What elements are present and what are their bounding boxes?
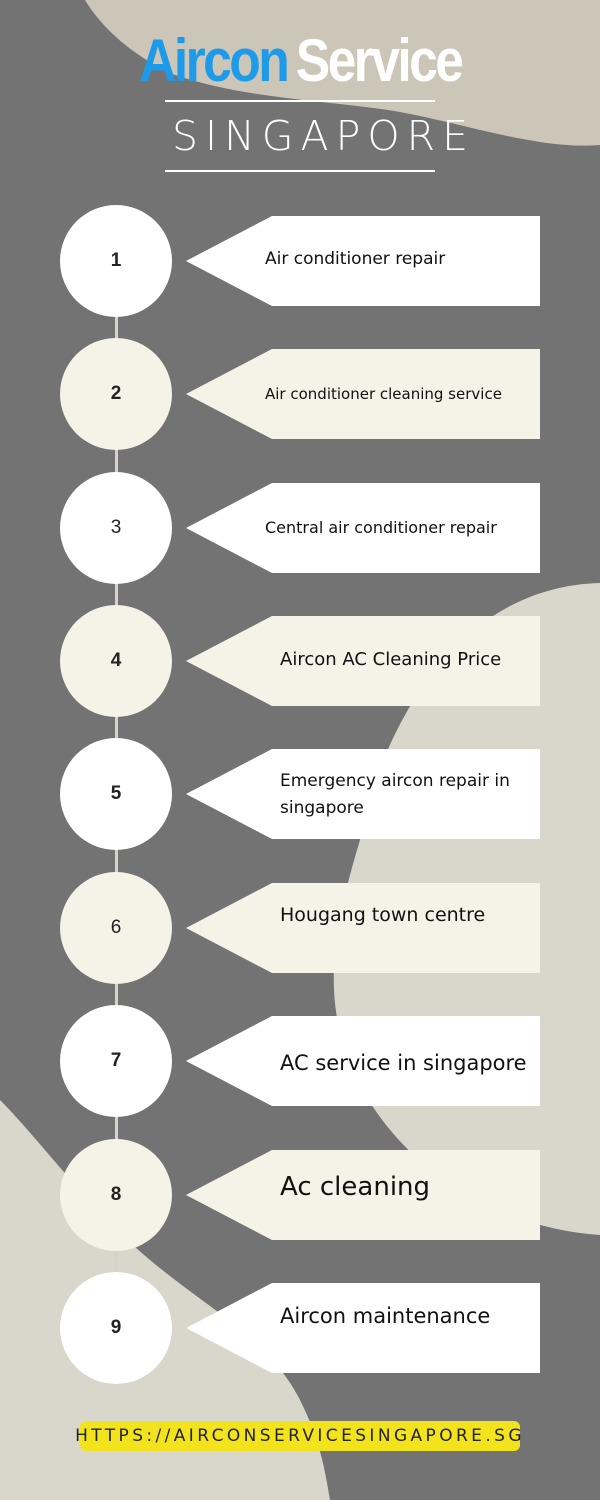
step-7: 7 AC service in singapore [0,1005,600,1117]
step-label: AC service in singapore [280,1051,527,1075]
step-number-badge: 1 [60,205,172,317]
step-label: Air conditioner cleaning service [265,385,502,403]
step-label: Emergency aircon repair in singapore [280,771,510,818]
logo-subtitle: SINGAPORE [165,100,468,172]
website-url[interactable]: HTTPS://AIRCONSERVICESINGAPORE.SG [75,1421,522,1451]
step-number-badge: 5 [60,738,172,850]
step-number-badge: 9 [60,1272,172,1384]
step-4: 4 Aircon AC Cleaning Price [0,605,600,717]
step-8: 8 Ac cleaning [0,1139,600,1251]
step-banner [186,349,540,439]
step-banner [186,616,540,706]
step-label: Aircon AC Cleaning Price [280,649,502,670]
logo-word-service: Service [295,27,463,94]
step-banner [186,1016,540,1106]
step-label: Air conditioner repair [265,249,446,269]
step-6: 6 Hougang town centre [0,872,600,984]
step-number-badge: 4 [60,605,172,717]
step-banner [186,1283,540,1373]
top-blob [85,0,600,146]
step-1: 1 Air conditioner repair [0,205,600,317]
step-banner [186,1150,540,1240]
step-banner [186,216,540,306]
step-5: 5 Emergency aircon repair in singapore [0,738,600,850]
logo-word-aircon: Aircon [138,27,290,94]
step-3: 3 Central air conditioner repair [0,472,600,584]
step-label: Hougang town centre [280,904,486,926]
step-number-badge: 7 [60,1005,172,1117]
step-number-badge: 6 [60,872,172,984]
step-label: Central air conditioner repair [265,518,497,537]
step-label: Ac cleaning [280,1172,431,1202]
step-banner [186,483,540,573]
step-banner [186,749,540,839]
step-label: Aircon maintenance [280,1304,491,1328]
step-banner [186,883,540,973]
step-9: 9 Aircon maintenance [0,1272,600,1384]
step-number-badge: 8 [60,1139,172,1251]
step-number-badge: 2 [60,338,172,450]
step-2: 2 Air conditioner cleaning service [0,338,600,450]
step-number-badge: 3 [60,472,172,584]
